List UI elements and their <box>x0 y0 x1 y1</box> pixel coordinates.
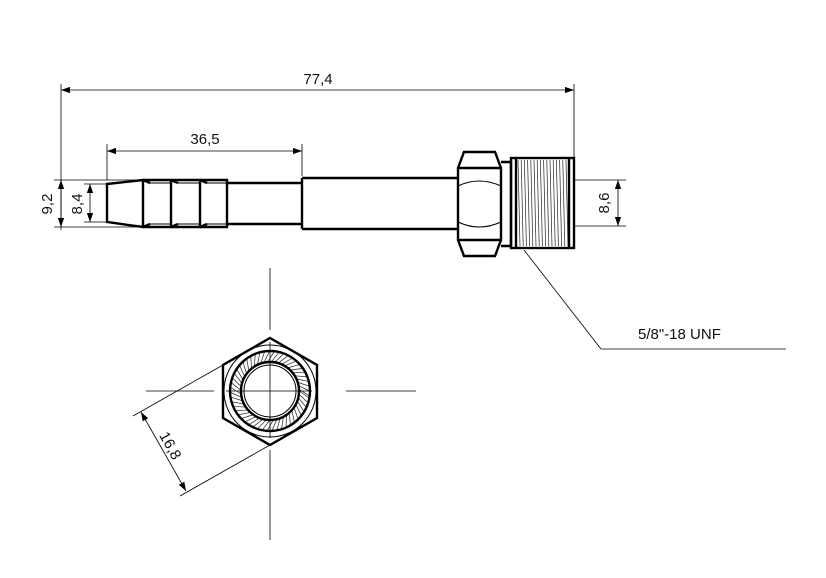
ring-hatch-line <box>244 416 256 423</box>
thread-hatch-line <box>520 159 524 247</box>
thread-hatch-line <box>556 159 559 247</box>
dim-thread-diameter-text: 8,6 <box>596 193 613 214</box>
thread-hatch-line <box>530 159 534 247</box>
ring-hatch-line <box>281 357 293 365</box>
hex-nut-side <box>456 150 513 258</box>
ring-hatch-line <box>299 390 310 399</box>
ring-hatch-line <box>230 387 241 394</box>
ring-hatch-line <box>234 373 242 384</box>
thread-hatch-line <box>540 159 543 247</box>
ring-hatch-line <box>299 394 309 403</box>
ring-hatch-line <box>238 412 250 416</box>
ring-hatch-line <box>232 377 242 387</box>
thread-ring <box>230 351 310 431</box>
ring-hatch-line <box>253 419 263 428</box>
dim-thread-diameter: 8,6 <box>574 179 626 227</box>
ring-hatch-line <box>295 404 302 416</box>
ring-hatch-line <box>230 392 242 398</box>
thread-hatch-line <box>559 159 562 247</box>
ring-hatch-line <box>299 389 310 397</box>
ring-hatch-line <box>297 401 305 412</box>
ring-hatch-line <box>289 413 291 425</box>
ring-hatch-line <box>260 351 265 364</box>
ring-hatch-line <box>231 401 244 405</box>
thread-leader: 5/8"-18 UNF <box>523 249 786 350</box>
thread-hatch-line <box>527 159 530 247</box>
dim-hex-across-flats: 16,8 <box>132 364 271 497</box>
dim-barb-diameter: 8,4 <box>69 183 107 223</box>
ring-hatch-line <box>242 362 247 374</box>
tube-narrow <box>227 178 304 229</box>
dim-barb-diameter-text: 8,4 <box>69 194 86 215</box>
dim-hex-across-flats-text: 16,8 <box>155 429 184 463</box>
ring-hatch-line <box>233 406 246 408</box>
dim-outer-diameter: 9,2 <box>39 179 143 228</box>
ring-hatch-line <box>285 360 297 367</box>
ring-hatch-line <box>239 365 245 377</box>
ring-hatch-line <box>241 414 253 419</box>
ring-hatch-line <box>235 409 248 412</box>
ring-hatch-line <box>298 382 310 387</box>
ring-hatch-line <box>257 352 261 365</box>
ring-hatch-line <box>276 418 281 430</box>
ring-hatch-line <box>254 354 256 367</box>
dim-barb-length: 36,5 <box>106 131 303 180</box>
thread-hatch-line <box>565 159 569 247</box>
hose-barb <box>105 178 229 229</box>
thread-hatch-line <box>517 159 521 247</box>
ring-hatch-line <box>274 353 284 363</box>
ring-hatch-line <box>290 367 303 371</box>
ring-hatch-line <box>246 358 250 371</box>
ring-hatch-line <box>298 385 310 392</box>
ring-hatch-line <box>266 420 274 431</box>
ring-hatch-line <box>288 364 300 369</box>
side-view <box>105 150 576 258</box>
ring-hatch-line <box>298 397 307 408</box>
ring-hatch-line <box>231 382 241 391</box>
dim-outer-diameter-text: 9,2 <box>39 194 56 215</box>
dim-barb-length-text: 36,5 <box>190 131 219 148</box>
ring-hatch-line <box>267 351 275 362</box>
ring-hatch-line <box>262 420 270 430</box>
ring-hatch-line <box>236 369 244 380</box>
ring-hatch-line <box>278 355 289 364</box>
thread-hatch-line <box>546 159 550 247</box>
thread-hatch-line <box>549 159 553 247</box>
thread-section <box>509 156 576 250</box>
dim-overall-length-text: 77,4 <box>303 71 332 88</box>
ring-hatch-line <box>296 378 309 382</box>
thread-callout-text: 5/8"-18 UNF <box>638 326 721 343</box>
ring-hatch-line <box>250 356 252 369</box>
ring-hatch-line <box>291 410 295 423</box>
ring-hatch-line <box>281 417 284 429</box>
ring-hatch-line <box>295 375 307 378</box>
thread-hatch-line <box>536 159 540 247</box>
end-view <box>146 268 416 540</box>
thread-hatch-line <box>533 159 537 247</box>
tube-wide <box>302 176 458 231</box>
thread-hatch-line <box>543 159 546 247</box>
thread-hatch-line <box>562 159 566 247</box>
thread-hatch-line <box>552 159 556 247</box>
ring-hatch-line <box>248 418 260 425</box>
ring-hatch-line <box>271 419 277 431</box>
ring-hatch-line <box>257 419 267 429</box>
thread-hatch-line <box>524 159 527 247</box>
ring-hatch-line <box>230 396 243 401</box>
dim-overall-length: 77,4 <box>60 71 575 230</box>
ring-hatch-line <box>264 351 270 363</box>
ring-hatch-line <box>293 407 299 420</box>
ring-hatch-line <box>271 352 280 362</box>
